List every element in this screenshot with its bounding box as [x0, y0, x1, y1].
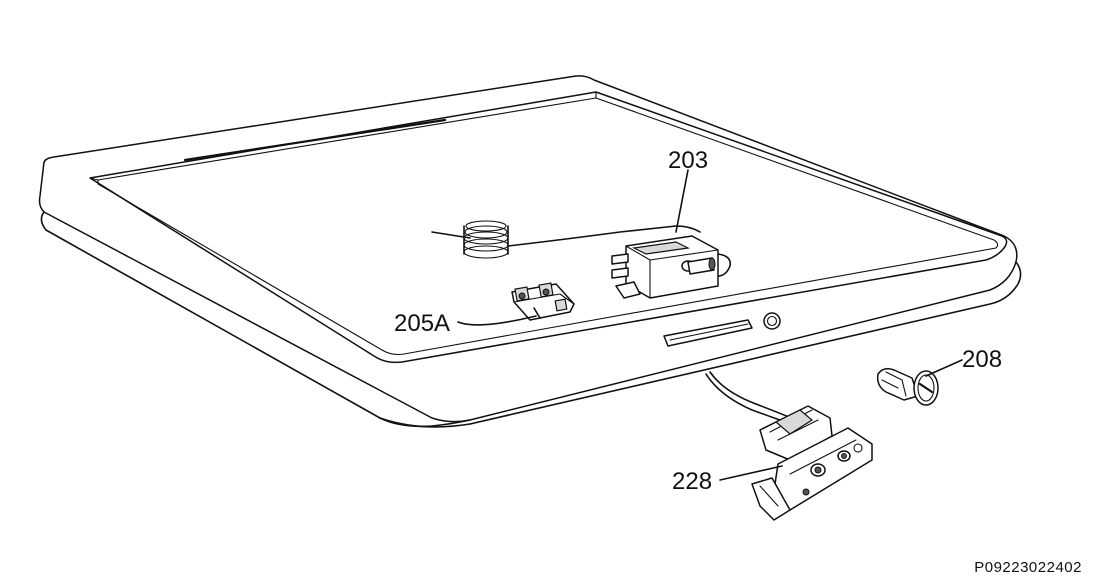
label-203: 203 [668, 147, 708, 174]
thermostat-203 [611, 235, 732, 299]
top-panel [38, 75, 1022, 428]
panel-slot [663, 319, 753, 347]
bracket-205A [511, 282, 575, 321]
knob-208 [876, 367, 939, 406]
leader-lines [457, 169, 963, 481]
capillary-tube [431, 220, 701, 259]
label-208: 208 [962, 346, 1002, 373]
lamp-holder-228 [705, 371, 873, 521]
capillary-coil [463, 220, 509, 259]
indicator-hole [763, 312, 781, 330]
label-205A: 205A [394, 310, 450, 337]
reference-code: P09223022402 [974, 559, 1082, 576]
label-228: 228 [672, 468, 712, 495]
